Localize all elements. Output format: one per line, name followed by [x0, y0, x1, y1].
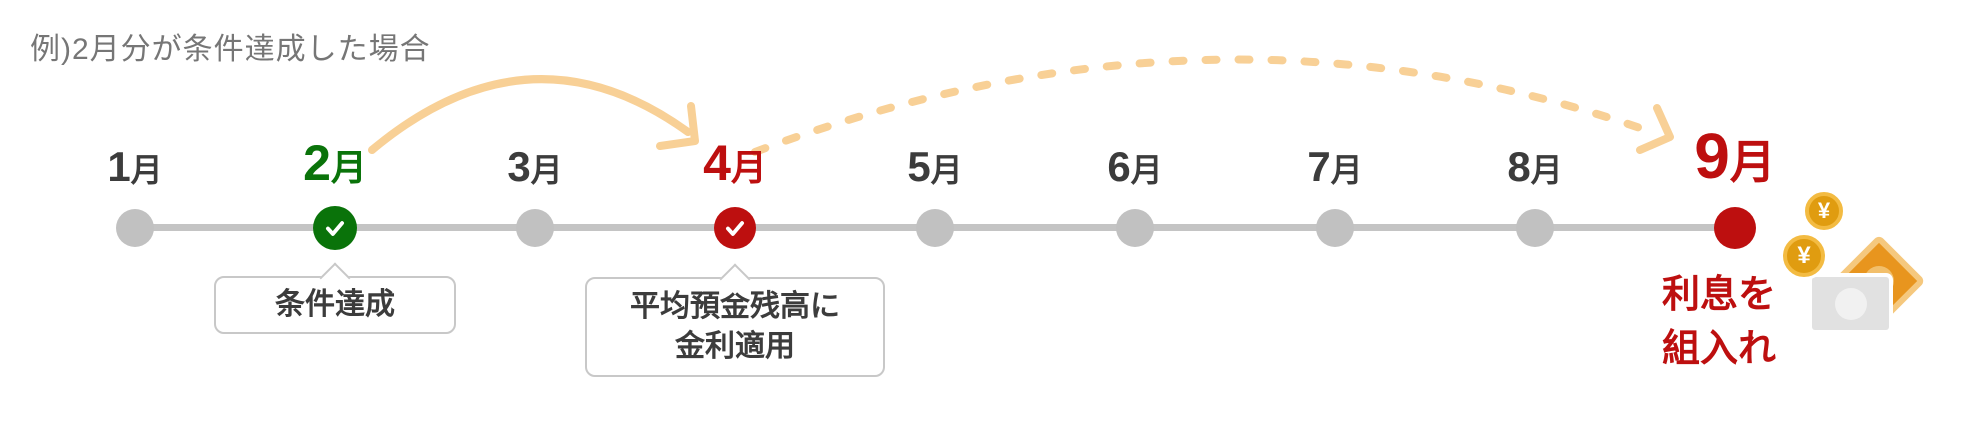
solid-arc-arrow: [368, 75, 699, 154]
month-label-7: 7月: [1307, 143, 1363, 190]
month-dot-5: [916, 209, 954, 247]
month-dot-7: [1316, 209, 1354, 247]
check-icon: [726, 221, 744, 236]
month-dot-9: [1714, 207, 1756, 249]
month-label-8: 8月: [1507, 143, 1563, 190]
callout-condition-achieved: 条件達成: [214, 262, 456, 334]
month-dot-6: [1116, 209, 1154, 247]
month-label-3: 3月: [507, 143, 563, 190]
banknote-gray-icon: [1812, 277, 1889, 330]
month-label-6: 6月: [1107, 143, 1163, 190]
callout-rate-applied: 平均預金残高に 金利適用: [585, 263, 885, 377]
yen-coin-icon: ¥: [1805, 192, 1843, 230]
yen-symbol: ¥: [1817, 198, 1831, 223]
callout-rate-applied-line2: 金利適用: [675, 330, 795, 363]
month-dot-1: [116, 209, 154, 247]
month-label-1: 1月: [107, 143, 163, 190]
check-icon: [326, 221, 344, 236]
month-label-2: 2月: [303, 135, 367, 191]
month-label-9: 9月: [1694, 120, 1776, 192]
interest-credited-label: 利息を 組入れ: [1662, 268, 1776, 376]
yen-symbol: ¥: [1797, 242, 1811, 269]
month-label-4: 4月: [703, 135, 767, 191]
yen-coin-icon: ¥: [1783, 235, 1825, 277]
month-label-5: 5月: [907, 143, 963, 190]
month-dot-2: [313, 206, 357, 250]
month-dot-4: [714, 207, 756, 249]
callout-rate-applied-line1: 平均預金残高に: [630, 290, 840, 323]
example-title: 例)2月分が条件達成した場合: [30, 33, 431, 66]
month-dot-8: [1516, 209, 1554, 247]
interest-credited-line1: 利息を: [1662, 274, 1777, 316]
month-dot-3: [516, 209, 554, 247]
dashed-arc-arrow: [751, 55, 1674, 156]
interest-credited-line2: 組入れ: [1662, 328, 1777, 370]
banknote-circle: [1834, 287, 1867, 320]
